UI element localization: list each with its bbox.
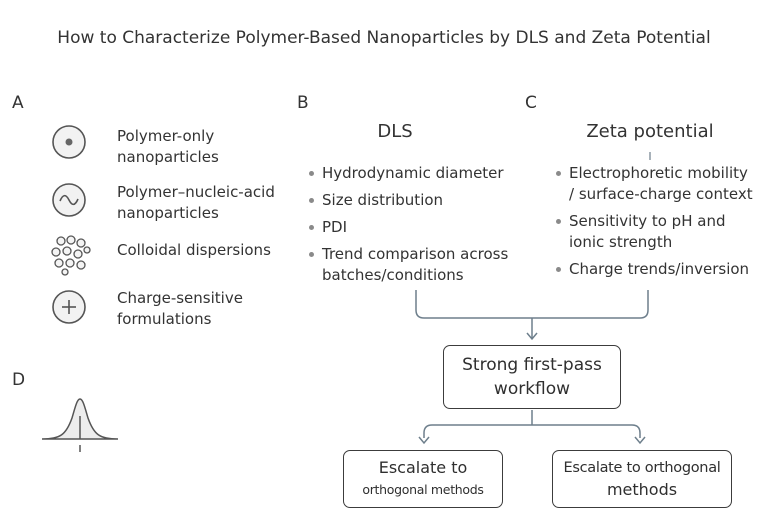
item-charge-sensitive: Charge-sensitive formulations [117, 289, 243, 328]
distribution-curve-icon [41, 398, 119, 452]
dls-bullet: Hydrodynamic diameter [309, 163, 524, 184]
split-bar [423, 424, 641, 438]
panel-c-label: C [525, 93, 537, 113]
item-colloidal-dispersions: Colloidal dispersions [117, 241, 271, 259]
panel-d-label: D [12, 370, 26, 390]
item-polymer-only: Polymer-only nanoparticles [117, 127, 219, 166]
panel-a-label: A [12, 93, 24, 113]
merge-arrow-head [526, 332, 538, 341]
dls-bullet-list: Hydrodynamic diameter Size distribution … [309, 163, 524, 292]
zeta-bullet: Charge trends/inversion [556, 259, 761, 280]
merge-bracket [415, 290, 649, 319]
polymer-particle-icon [52, 125, 86, 159]
item-polymer-nucleic-acid: Polymer–nucleic-acid nanoparticles [117, 183, 275, 222]
dls-heading: DLS [377, 121, 413, 142]
page-title: How to Characterize Polymer-Based Nanopa… [57, 28, 711, 48]
zeta-bullet-list: Electrophoretic mobility/ surface-charge… [556, 163, 761, 286]
first-pass-workflow-box: Strong first-pass workflow [443, 345, 621, 409]
right-arrow-head [634, 436, 646, 445]
dls-bullet: PDI [309, 217, 524, 238]
nucleic-acid-wave-icon [52, 183, 86, 217]
dls-bullet: Size distribution [309, 190, 524, 211]
dispersion-dots-icon [51, 235, 91, 276]
left-arrow-head [418, 436, 430, 445]
escalate-left-box: Escalate to orthogonal methods [343, 450, 503, 508]
zeta-heading: Zeta potential [586, 121, 714, 142]
escalate-right-box: Escalate to orthogonal methods [552, 450, 732, 508]
plus-charge-icon [52, 290, 86, 324]
zeta-bullet: Electrophoretic mobility/ surface-charge… [556, 163, 761, 205]
panel-b-label: B [297, 93, 309, 113]
